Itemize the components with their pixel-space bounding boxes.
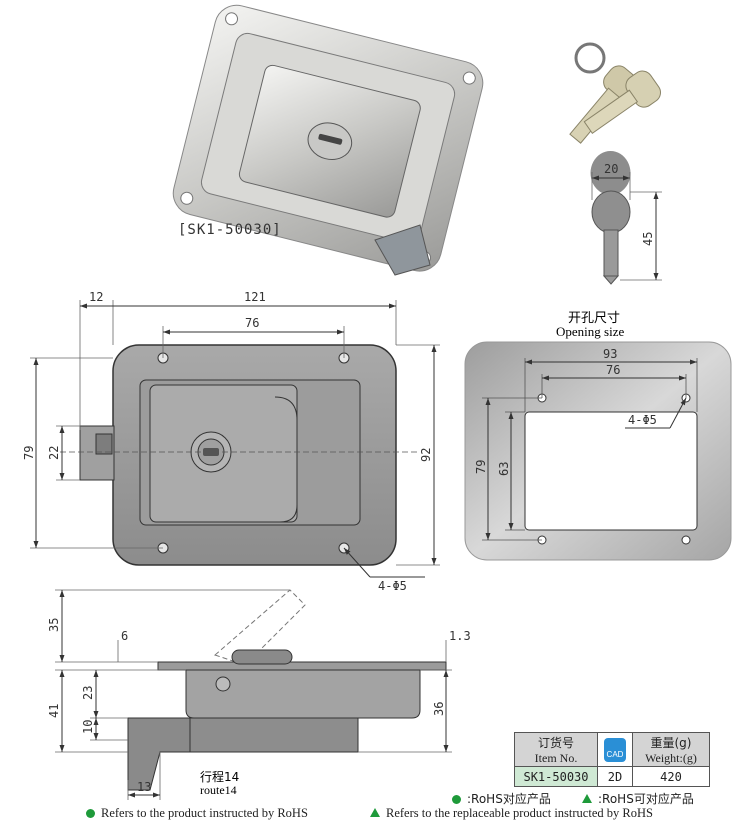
- header-cad: CAD: [597, 732, 633, 767]
- opening-title-en: Opening size: [556, 324, 624, 339]
- dim-79-front: 79: [22, 446, 36, 460]
- key-drawing: 20 45: [590, 151, 662, 285]
- front-view: 12 121 76 79 22 92 4-Φ5: [22, 290, 440, 593]
- dim-12: 12: [89, 290, 103, 304]
- route-label-cn: 行程14: [200, 769, 239, 784]
- dim-63-opening: 63: [497, 462, 511, 476]
- dim-93: 93: [603, 347, 617, 361]
- dim-76-opening: 76: [606, 363, 620, 377]
- dim-35: 35: [47, 618, 61, 632]
- weight-cell: 420: [632, 766, 710, 787]
- dim-76-front: 76: [245, 316, 259, 330]
- green-triangle-icon: [370, 808, 380, 817]
- dim-10: 10: [81, 720, 95, 734]
- footer-dot-note: Refers to the product instructed by RoHS: [86, 806, 308, 821]
- item-no-cell: SK1-50030: [514, 766, 598, 787]
- dim-36: 36: [432, 702, 446, 716]
- keys-photo: [569, 42, 661, 144]
- dim-1-3: 1.3: [449, 629, 471, 643]
- green-triangle-icon: [582, 794, 592, 803]
- cad-cell: 2D: [597, 766, 633, 787]
- opening-title-cn: 开孔尺寸: [568, 311, 620, 326]
- front-holes-label: 4-Φ5: [378, 579, 407, 593]
- dim-41: 41: [47, 704, 61, 718]
- opening-holes-label: 4-Φ5: [628, 413, 657, 427]
- side-view: 35 6 1.3 23 41 10 36 13 行程14 route14: [47, 589, 471, 800]
- product-photo: [SK1-50030]: [172, 4, 484, 276]
- route-label-en: route14: [200, 783, 237, 797]
- dim-13: 13: [137, 780, 151, 794]
- footer-notes: Refers to the product instructed by RoHS…: [0, 800, 750, 826]
- dim-22-front: 22: [47, 446, 61, 460]
- dim-6: 6: [121, 629, 128, 643]
- rohs-tri-note: :RoHS可对应产品: [582, 790, 694, 807]
- footer-tri-note: Refers to the replaceable product instru…: [370, 806, 653, 821]
- spec-table: 订货号 Item No. CAD 重量(g) Weight:(g) SK1-50…: [514, 732, 710, 787]
- cad-icon: CAD: [604, 737, 626, 762]
- rohs-dot-note: :RoHS对应产品: [452, 790, 551, 807]
- dim-23: 23: [81, 686, 95, 700]
- header-weight: 重量(g) Weight:(g): [632, 732, 710, 767]
- opening-size-panel: 开孔尺寸 Opening size 93 76 79 63 4-Φ5: [464, 311, 732, 561]
- key-height-dim: 45: [641, 232, 655, 246]
- green-dot-icon: [86, 809, 95, 818]
- dim-121: 121: [244, 290, 266, 304]
- key-width-dim: 20: [604, 162, 618, 176]
- green-dot-icon: [452, 795, 461, 804]
- header-item-no: 订货号 Item No.: [514, 732, 598, 767]
- dim-79-opening: 79: [474, 460, 488, 474]
- product-code-label: [SK1-50030]: [178, 222, 282, 238]
- dim-92-front: 92: [419, 448, 433, 462]
